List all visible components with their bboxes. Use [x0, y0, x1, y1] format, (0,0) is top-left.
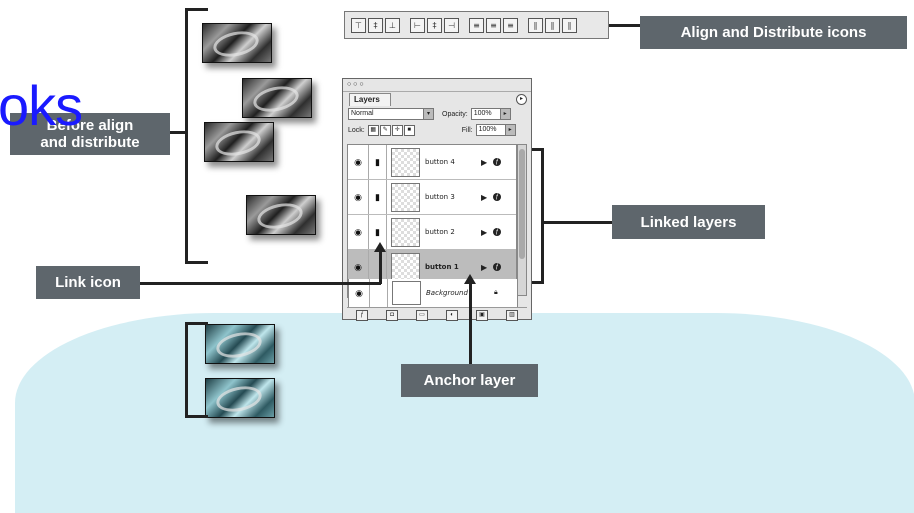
- button-swatch-1: [202, 23, 272, 63]
- link-arrow-icon: [374, 242, 386, 252]
- align-right-icon[interactable]: ⊣: [444, 17, 459, 33]
- fill-field[interactable]: 100%: [475, 124, 506, 136]
- layer-thumbnail: [391, 147, 420, 177]
- palette-menu-icon[interactable]: ▸: [516, 94, 527, 105]
- new-layer-icon[interactable]: ▣: [476, 309, 488, 321]
- link-icon[interactable]: ▮: [369, 145, 387, 179]
- layer-name: button 4: [425, 158, 455, 166]
- fx-icon: ƒ: [493, 263, 502, 271]
- linked-callout-line: [541, 221, 623, 224]
- opacity-field[interactable]: 100%: [470, 108, 501, 120]
- eye-icon[interactable]: ◉: [348, 215, 369, 249]
- overlay-text: oks: [0, 74, 83, 137]
- layer-thumbnail: [392, 281, 421, 305]
- layer-thumbnail: [391, 217, 420, 247]
- opacity-arrow-icon[interactable]: ▸: [500, 108, 511, 120]
- layer-thumbnail: [391, 182, 420, 212]
- distribute-vcenter-icon[interactable]: ≡: [486, 17, 501, 33]
- link-icon-callout: Link icon: [36, 266, 140, 299]
- before-align-line1: Before align: [46, 117, 134, 134]
- eye-icon[interactable]: ◉: [349, 279, 370, 307]
- layer-style-icon[interactable]: ƒ: [356, 309, 368, 321]
- layer-scrollbar[interactable]: [517, 144, 527, 296]
- layer-thumbnail: [391, 252, 420, 282]
- lock-icon: 🔒︎: [494, 289, 498, 296]
- link-icon[interactable]: ▮: [369, 215, 387, 249]
- align-hcenter-icon[interactable]: ‡: [427, 17, 442, 33]
- fx-icon: ƒ: [493, 193, 502, 201]
- button-swatch-aligned-1: [205, 324, 275, 364]
- anchor-callout-line: [469, 283, 472, 367]
- eye-icon[interactable]: ◉: [348, 250, 369, 284]
- align-top-icon[interactable]: ⊤: [351, 17, 366, 33]
- opacity-label: Opacity:: [442, 110, 468, 118]
- distribute-left-icon[interactable]: ∥: [528, 17, 543, 33]
- lock-paint-icon[interactable]: ✎: [379, 124, 391, 136]
- button-swatch-4: [246, 195, 316, 235]
- button-swatch-3: [204, 122, 274, 162]
- layer-row[interactable]: ◉ ▮ button 4 ▶ ƒ: [348, 145, 516, 180]
- before-callout-line: [168, 131, 188, 134]
- blue-backdrop: [15, 313, 914, 513]
- linked-layers-callout: Linked layers: [612, 205, 765, 239]
- lock-label: Lock:: [348, 126, 365, 134]
- expand-arrow-icon[interactable]: ▶: [481, 192, 488, 202]
- link-icon-callout-line: [139, 282, 381, 285]
- after-bracket: [185, 322, 208, 418]
- link-icon-callout-line-vertical: [379, 250, 382, 284]
- link-cell-empty[interactable]: [370, 279, 388, 307]
- align-callout-line: [609, 24, 641, 27]
- fill-arrow-icon[interactable]: ▸: [505, 124, 516, 136]
- layer-list: ◉ ▮ button 4 ▶ ƒ ◉ ▮ button 3 ▶ ƒ ◉ ▮ bu…: [347, 144, 517, 298]
- mask-icon[interactable]: ◘: [386, 309, 398, 321]
- eye-icon[interactable]: ◉: [348, 145, 369, 179]
- layers-palette: ○ ○ ○ Layers ▸ Normal ▾ Opacity: 100% ▸ …: [342, 78, 532, 322]
- button-swatch-2: [242, 78, 312, 118]
- palette-titlebar[interactable]: ○ ○ ○: [343, 79, 531, 92]
- align-distribute-toolbar: ⊤ ‡ ⊥ ⊢ ‡ ⊣ ≡ ≡ ≡ ∥ ∥ ∥: [344, 11, 609, 39]
- layer-name: button 3: [425, 193, 455, 201]
- link-icon[interactable]: ▮: [369, 180, 387, 214]
- expand-arrow-icon[interactable]: ▶: [481, 157, 488, 167]
- before-align-callout: Before align and distribute: [10, 113, 170, 155]
- layer-name: button 2: [425, 228, 455, 236]
- anchor-layer-callout: Anchor layer: [401, 364, 538, 397]
- trash-icon[interactable]: ▥: [506, 309, 518, 321]
- fx-icon: ƒ: [493, 228, 502, 236]
- eye-icon[interactable]: ◉: [348, 180, 369, 214]
- blend-mode-select[interactable]: Normal: [348, 108, 424, 120]
- adjustment-layer-icon[interactable]: ◐: [446, 309, 458, 321]
- expand-arrow-icon[interactable]: ▶: [481, 227, 488, 237]
- distribute-right-icon[interactable]: ∥: [562, 17, 577, 33]
- lock-move-icon[interactable]: ✛: [391, 124, 403, 136]
- layer-row[interactable]: ◉ ▮ button 2 ▶ ƒ: [348, 215, 516, 250]
- scroll-thumb[interactable]: [519, 149, 525, 259]
- anchor-arrow-icon: [464, 274, 476, 284]
- fill-label: Fill:: [461, 126, 473, 134]
- distribute-top-icon[interactable]: ≡: [469, 17, 484, 33]
- layer-name: button 1: [425, 263, 459, 271]
- align-left-icon[interactable]: ⊢: [410, 17, 425, 33]
- linked-layers-bracket: [527, 148, 544, 284]
- lock-transparency-icon[interactable]: ▦: [367, 124, 379, 136]
- align-distribute-callout: Align and Distribute icons: [640, 16, 907, 49]
- blend-mode-arrow-icon[interactable]: ▾: [424, 108, 434, 120]
- align-bottom-icon[interactable]: ⊥: [385, 17, 400, 33]
- button-swatch-aligned-2: [205, 378, 275, 418]
- tab-layers[interactable]: Layers: [349, 93, 391, 106]
- distribute-bottom-icon[interactable]: ≡: [503, 17, 518, 33]
- fx-icon: ƒ: [493, 158, 502, 166]
- layer-row[interactable]: ◉ ▮ button 3 ▶ ƒ: [348, 180, 516, 215]
- lock-all-icon[interactable]: ■: [403, 124, 415, 136]
- before-bracket: [185, 8, 208, 264]
- palette-bottom-bar: ƒ ◘ ▭ ◐ ▣ ▥: [347, 307, 527, 322]
- before-align-line2: and distribute: [40, 134, 140, 151]
- new-set-icon[interactable]: ▭: [416, 309, 428, 321]
- align-vcenter-icon[interactable]: ‡: [368, 17, 383, 33]
- distribute-hcenter-icon[interactable]: ∥: [545, 17, 560, 33]
- link-cell-empty[interactable]: [369, 250, 387, 284]
- expand-arrow-icon[interactable]: ▶: [481, 262, 488, 272]
- layer-name: Background: [426, 289, 468, 297]
